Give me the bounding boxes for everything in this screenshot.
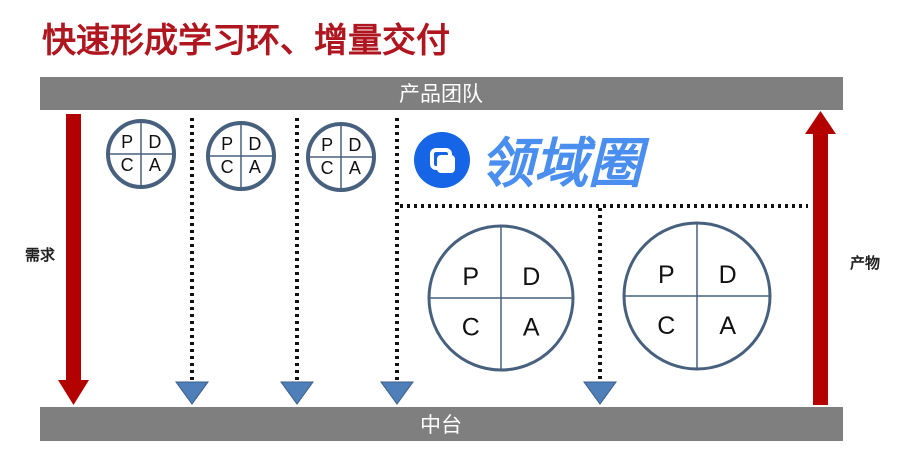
pdca-letter-c: C [321,158,334,178]
pdca-letter-p: P [121,132,133,152]
demand-label: 需求 [25,246,56,264]
delivery-triangles [175,381,617,405]
pdca-letter-a: A [249,157,261,177]
triangle-marker [175,381,209,405]
pdca-letter-a: A [523,313,540,341]
pdca-letter-d: D [719,261,737,289]
pdca-letter-p: P [221,134,233,154]
pdca-letter-c: C [121,155,134,175]
pdca-letter-p: P [321,135,333,155]
pdca-letter-d: D [348,135,361,155]
dotted-flow-lines [190,118,808,382]
triangle-marker [583,381,617,405]
pdca-letter-p: P [658,261,675,289]
top-bar-label: 产品团队 [399,82,483,106]
pdca-letter-d: D [522,263,540,291]
pdca-letter-d: D [248,134,261,154]
pdca-letter-d: D [148,132,161,152]
bottom-bar-label: 中台 [420,413,462,437]
pdca-letter-a: A [719,312,736,340]
triangle-marker [380,381,414,405]
demand-arrow [58,114,89,405]
pdca-letter-a: A [349,158,361,178]
bottom-bar-platform [40,407,843,441]
triangle-marker [280,381,314,405]
pdca-cycle: P D C A [427,224,575,372]
page-title: 快速形成学习环、增量交付 [42,21,450,60]
pdca-letter-p: P [462,263,479,291]
top-bar-product-team [40,77,843,110]
watermark: 领域圈 [414,132,650,195]
pdca-letter-a: A [149,155,161,175]
output-arrow [805,111,836,405]
pdca-cycle: P D C A [622,221,772,371]
output-label: 产物 [850,254,880,272]
watermark-text: 领域圈 [480,132,650,195]
pdca-letter-c: C [657,312,675,340]
pdca-letter-c: C [462,313,480,341]
pdca-letter-c: C [221,157,234,177]
